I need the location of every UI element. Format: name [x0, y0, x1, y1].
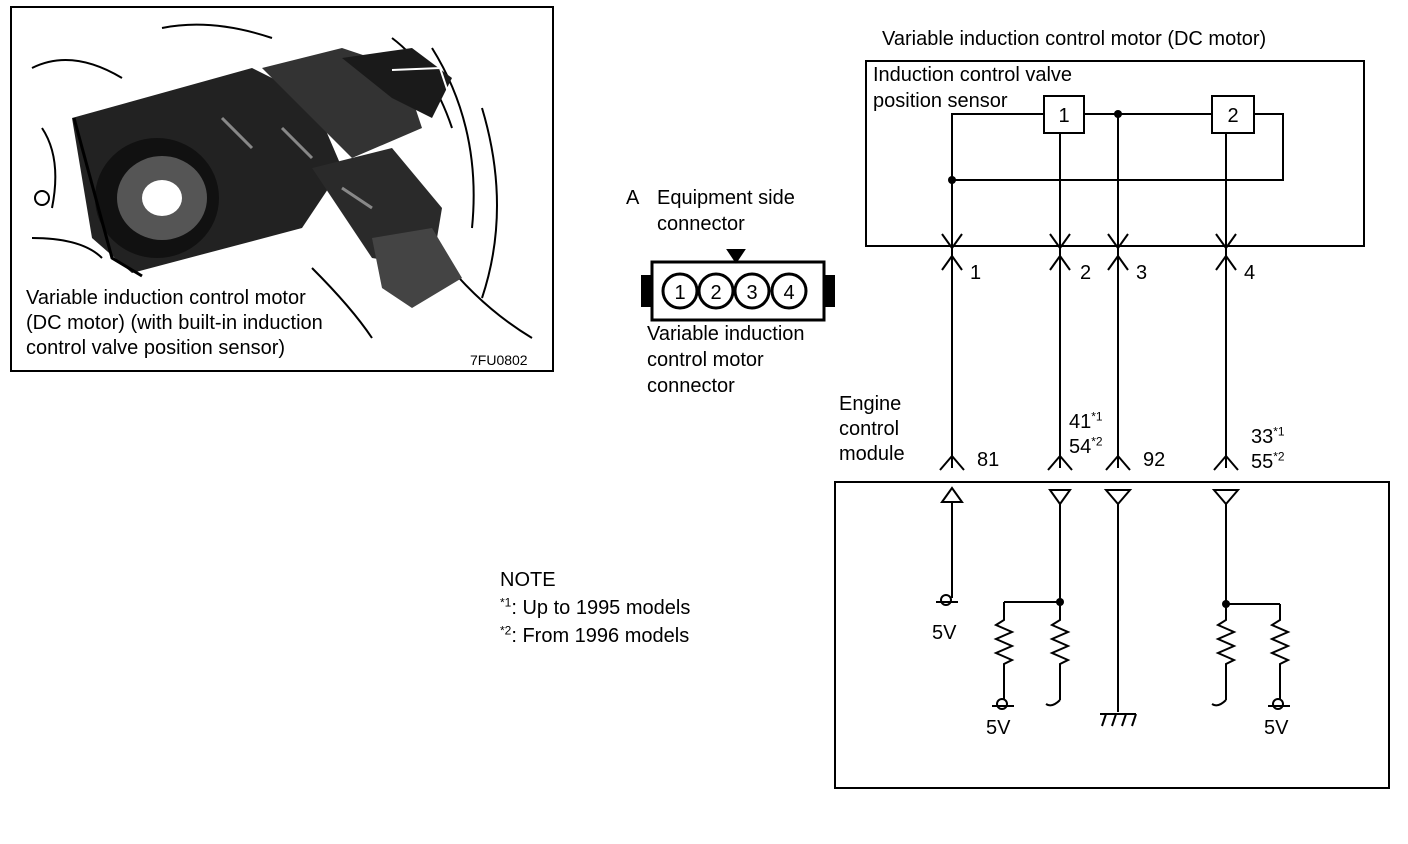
internal-pin-2-label: 2 — [1227, 105, 1238, 127]
connector-pin-1: 1 — [674, 282, 685, 304]
connector-pin-3: 3 — [746, 282, 757, 304]
connector-name-line-1: Variable induction — [647, 323, 805, 345]
internal-pin-1-label: 1 — [1058, 105, 1069, 127]
ecm-label-line-3: module — [839, 443, 905, 465]
photo-caption-line-1: Variable induction control motor — [26, 287, 306, 309]
connector-equipment-side-label: Equipment side — [657, 187, 795, 209]
internal-pin-1-box — [1043, 95, 1085, 134]
terminal-54: 54*2 — [1069, 434, 1103, 458]
terminal-41: 41*1 — [1069, 409, 1103, 433]
terminal-81: 81 — [977, 449, 1000, 471]
connector-pin-4: 4 — [783, 282, 794, 304]
connector-a-shape — [641, 249, 835, 322]
note-line-1: *1: Up to 1995 models — [500, 595, 691, 619]
terminal-55: 55*2 — [1251, 449, 1285, 473]
connector-pin-2: 2 — [710, 282, 721, 304]
ecm-box — [834, 481, 1390, 789]
note-title: NOTE — [500, 569, 556, 591]
ecm-label-line-1: Engine — [839, 393, 902, 415]
wire-number-3: 3 — [1136, 262, 1147, 284]
photo-caption-line-2: (DC motor) (with built-in induction — [26, 312, 323, 334]
internal-pin-2-box — [1211, 95, 1255, 134]
supply-5v-81: 5V — [932, 622, 957, 644]
ecm-label-line-2: control — [839, 418, 900, 440]
connector-label-a: A — [626, 187, 640, 209]
junction-dots — [948, 110, 1230, 608]
component-photo-panel: Variable induction control motor (DC mot… — [10, 6, 554, 372]
note-line-2: *2: From 1996 models — [500, 623, 690, 647]
sensor-label-line-2: position sensor — [873, 90, 1008, 112]
connector-label-connector: connector — [657, 213, 745, 235]
terminal-92: 92 — [1143, 449, 1166, 471]
terminal-33: 33*1 — [1251, 424, 1285, 448]
supply-5v-right: 5V — [1264, 717, 1289, 739]
photo-caption-line-3: control valve position sensor) — [26, 337, 286, 359]
supply-5v-left: 5V — [986, 717, 1011, 739]
wire-number-1: 1 — [970, 262, 981, 284]
connector-name-line-3: connector — [647, 375, 735, 397]
wire-number-2: 2 — [1080, 262, 1091, 284]
motor-photo-illustration — [31, 23, 533, 339]
motor-box — [865, 60, 1365, 247]
connector-name-line-2: control motor — [647, 349, 764, 371]
photo-code: 7FU0802 — [470, 352, 528, 368]
sensor-label-line-1: Induction control valve — [873, 63, 1073, 87]
wire-number-4: 4 — [1244, 262, 1255, 284]
motor-title: Variable induction control motor (DC mot… — [882, 28, 1267, 50]
